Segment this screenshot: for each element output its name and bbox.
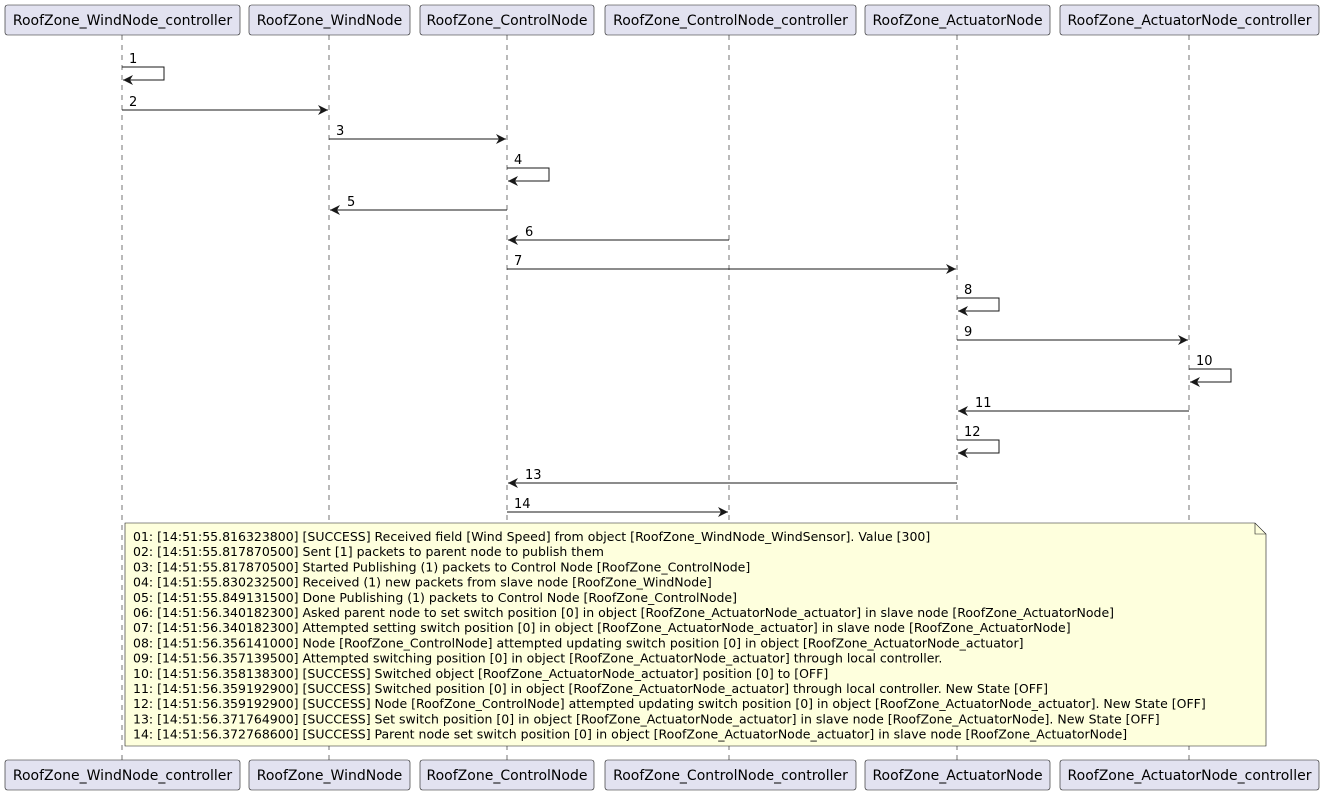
message: 2 [122, 95, 328, 115]
note-line: 13: [14:51:56.371764900] [SUCCESS] Set s… [133, 711, 1160, 726]
note-line: 01: [14:51:55.816323800] [SUCCESS] Recei… [133, 529, 930, 544]
participant-box [419, 759, 595, 791]
participant-box [864, 4, 1051, 36]
participant-bottom: RoofZone_ControlNode_controller [604, 759, 857, 791]
note-line: 05: [14:51:55.849131500] Done Publishing… [133, 590, 737, 605]
participant-bottom: RoofZone_ActuatorNode_controller [1059, 759, 1320, 791]
message-label: 12 [964, 425, 981, 440]
participant-box [604, 4, 857, 36]
participant-bottom: RoofZone_ActuatorNode [864, 759, 1051, 791]
participant-top: RoofZone_ControlNode_controller [604, 4, 857, 36]
participant-label: RoofZone_ControlNode [427, 768, 588, 784]
participant-box [864, 759, 1051, 791]
message: 10 [1189, 354, 1232, 387]
message: 9 [957, 325, 1188, 345]
message: 11 [958, 396, 1189, 416]
participant-label: RoofZone_ControlNode [427, 13, 588, 29]
message: 1 [122, 52, 165, 85]
message-label: 3 [336, 124, 344, 139]
note-line: 08: [14:51:56.356141000] Node [RoofZone_… [133, 635, 1023, 650]
participant-box [248, 759, 411, 791]
message-label: 11 [975, 396, 992, 411]
participant-label: RoofZone_ActuatorNode_controller [1068, 13, 1312, 29]
message: 5 [330, 195, 507, 215]
message: 8 [957, 283, 1000, 316]
participant-box [1059, 4, 1320, 36]
participant-box [248, 4, 411, 36]
message-label: 7 [514, 254, 522, 269]
participant-top: RoofZone_WindNode_controller [4, 4, 241, 36]
participant-label: RoofZone_ControlNode_controller [613, 13, 848, 29]
self-message-arrow [507, 167, 550, 186]
note-fold [1254, 523, 1266, 535]
message-label: 6 [525, 225, 533, 240]
participant-label: RoofZone_ControlNode_controller [613, 768, 848, 784]
note-line: 06: [14:51:56.340182300] Asked parent no… [133, 605, 1114, 620]
message: 6 [508, 225, 729, 245]
participant-label: RoofZone_WindNode [257, 13, 403, 29]
note-line: 03: [14:51:55.817870500] Started Publish… [133, 559, 750, 574]
participant-box [4, 759, 241, 791]
participant-top: RoofZone_ActuatorNode [864, 4, 1051, 36]
message-label: 10 [1196, 354, 1213, 369]
participant-label: RoofZone_ActuatorNode [872, 768, 1042, 784]
note-line: 02: [14:51:55.817870500] Sent [1] packet… [133, 544, 604, 559]
participant-box [4, 4, 241, 36]
participant-top: RoofZone_ActuatorNode_controller [1059, 4, 1320, 36]
message-label: 8 [964, 283, 972, 298]
note-line: 04: [14:51:55.830232500] Received (1) ne… [133, 575, 712, 590]
message: 12 [957, 425, 1000, 458]
message: 13 [508, 468, 957, 488]
note-line: 10: [14:51:56.358138300] [SUCCESS] Switc… [133, 666, 828, 681]
participant-label: RoofZone_ActuatorNode_controller [1068, 768, 1312, 784]
message-label: 4 [514, 153, 522, 168]
message-label: 14 [514, 497, 531, 512]
self-message-arrow [957, 297, 1000, 316]
participant-label: RoofZone_WindNode_controller [13, 768, 233, 784]
participant-top: RoofZone_WindNode [248, 4, 411, 36]
note-box [124, 522, 1267, 747]
message: 7 [507, 254, 956, 274]
participant-box [1059, 759, 1320, 791]
note-line: 07: [14:51:56.340182300] Attempted setti… [133, 620, 1071, 635]
self-message-arrow [1189, 368, 1232, 387]
note-line: 14: [14:51:56.372768600] [SUCCESS] Paren… [133, 727, 1127, 742]
participant-box [604, 759, 857, 791]
self-message-arrow [122, 66, 165, 85]
participant-bottom: RoofZone_WindNode [248, 759, 411, 791]
message-label: 5 [347, 195, 355, 210]
participant-bottom: RoofZone_ControlNode [419, 759, 595, 791]
note-line: 09: [14:51:56.357139500] Attempted switc… [133, 651, 942, 666]
note-line: 12: [14:51:56.359192900] [SUCCESS] Node … [133, 696, 1206, 711]
participant-label: RoofZone_ActuatorNode [872, 13, 1042, 29]
message: 3 [329, 124, 506, 144]
message-label: 2 [129, 95, 137, 110]
message: 4 [507, 153, 550, 186]
message-label: 13 [525, 468, 542, 483]
participant-label: RoofZone_WindNode [257, 768, 403, 784]
participant-bottom: RoofZone_WindNode_controller [4, 759, 241, 791]
participant-box [419, 4, 595, 36]
participant-label: RoofZone_WindNode_controller [13, 13, 233, 29]
self-message-arrow [957, 439, 1000, 458]
message-label: 1 [129, 52, 137, 67]
message: 14 [507, 497, 728, 517]
participant-top: RoofZone_ControlNode [419, 4, 595, 36]
message-label: 9 [964, 325, 972, 340]
note-line: 11: [14:51:56.359192900] [SUCCESS] Switc… [133, 681, 1048, 696]
